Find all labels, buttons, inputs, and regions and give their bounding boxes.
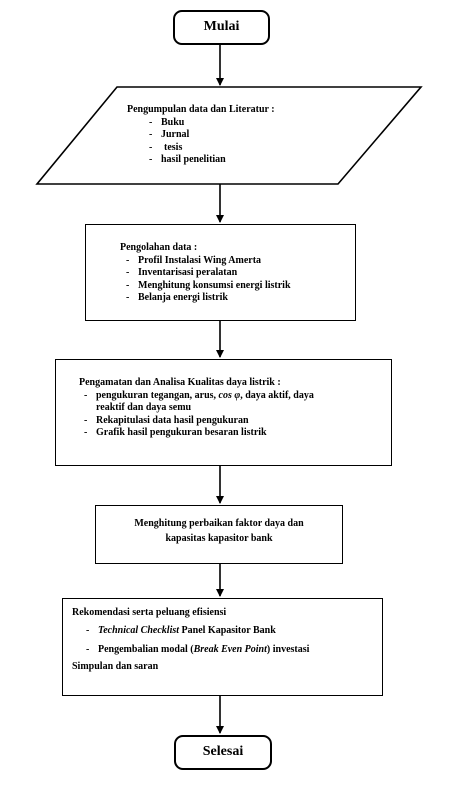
data-collection-list: -Buku -Jurnal -tesis -hasil penelitian: [149, 117, 347, 167]
observation-title: Pengamatan dan Analisa Kualitas daya lis…: [79, 377, 281, 388]
data-collection-content: Pengumpulan data dan Literatur : -Buku -…: [127, 104, 347, 167]
list-item: -Menghitung konsumsi energi listrik: [126, 279, 291, 291]
end-terminal: Selesai: [174, 735, 272, 770]
data-processing-title: Pengolahan data :: [120, 242, 198, 253]
list-item: -Profil Instalasi Wing Amerta: [126, 254, 262, 266]
observation-box: Pengamatan dan Analisa Kualitas daya lis…: [55, 359, 392, 466]
list-item: -Jurnal: [149, 129, 190, 140]
recommendation-title: Rekomendasi serta peluang efisiensi: [72, 607, 227, 618]
start-label: Mulai: [203, 19, 240, 35]
start-terminal: Mulai: [173, 10, 270, 45]
list-item: -Pengembalian modal (Break Even Point) i…: [86, 644, 310, 655]
list-item: -Grafik hasil pengukuran besaran listrik: [84, 427, 267, 438]
recommendation-footer: Simpulan dan saran: [72, 661, 159, 672]
observation-list: -pengukuran tegangan, arus, cos φ, daya …: [84, 390, 391, 440]
list-item: -Technical Checklist Panel Kapasitor Ban…: [86, 625, 276, 636]
list-item: -Belanja energi listrik: [126, 292, 228, 303]
list-item: -pengukuran tegangan, arus, cos φ, daya …: [84, 389, 314, 401]
calculation-box: Menghitung perbaikan faktor daya dan kap…: [95, 505, 343, 564]
list-item: -Inventarisasi peralatan: [126, 267, 238, 278]
end-label: Selesai: [202, 744, 244, 760]
list-item-continuation: reaktif dan daya semu: [96, 402, 192, 413]
data-processing-list: -Profil Instalasi Wing Amerta -Inventari…: [126, 255, 355, 305]
data-processing-box: Pengolahan data : -Profil Instalasi Wing…: [85, 224, 356, 321]
list-item: -hasil penelitian: [149, 154, 226, 165]
recommendation-box: Rekomendasi serta peluang efisiensi -Tec…: [62, 598, 383, 696]
list-item: -Buku: [149, 116, 185, 128]
calculation-line-1: Menghitung perbaikan faktor daya dan: [134, 518, 304, 529]
list-item: -Rekapitulasi data hasil pengukuran: [84, 414, 249, 426]
data-collection-parallelogram: [35, 86, 423, 185]
data-collection-title: Pengumpulan data dan Literatur :: [127, 104, 275, 115]
calculation-line-2: kapasitas kapasitor bank: [165, 533, 273, 544]
list-item: -tesis: [149, 141, 183, 153]
recommendation-list: -Technical Checklist Panel Kapasitor Ban…: [86, 623, 382, 657]
